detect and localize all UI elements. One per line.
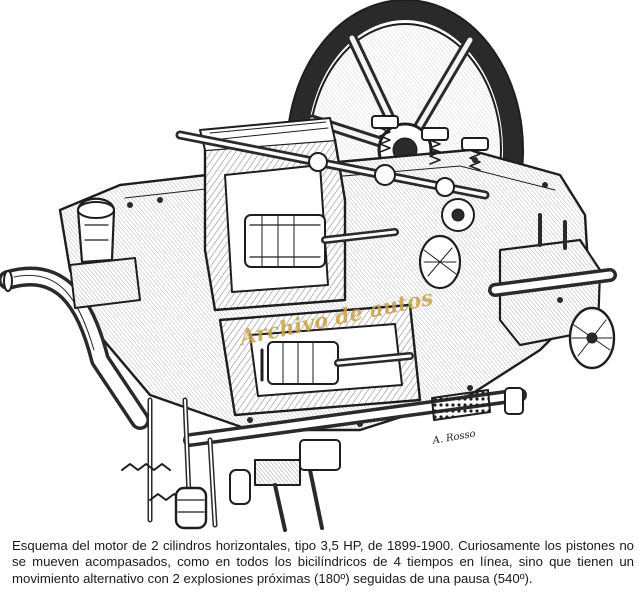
intake-pipe (0, 266, 150, 430)
right-bearing (418, 213, 617, 370)
figure-caption: Esquema del motor de 2 cilindros horizon… (12, 538, 634, 586)
artist-signature: A. Rosso (431, 428, 477, 447)
rear-cylinder (199, 117, 399, 312)
crankshaft (183, 387, 527, 447)
bolts (127, 157, 563, 427)
valve-springs (371, 115, 489, 232)
engine-illustration: Archivo de autos A. Rosso (0, 0, 617, 532)
carburettor (69, 197, 141, 309)
front-cylinder (218, 303, 422, 417)
linkage (121, 397, 341, 532)
valve-rod (175, 130, 490, 200)
